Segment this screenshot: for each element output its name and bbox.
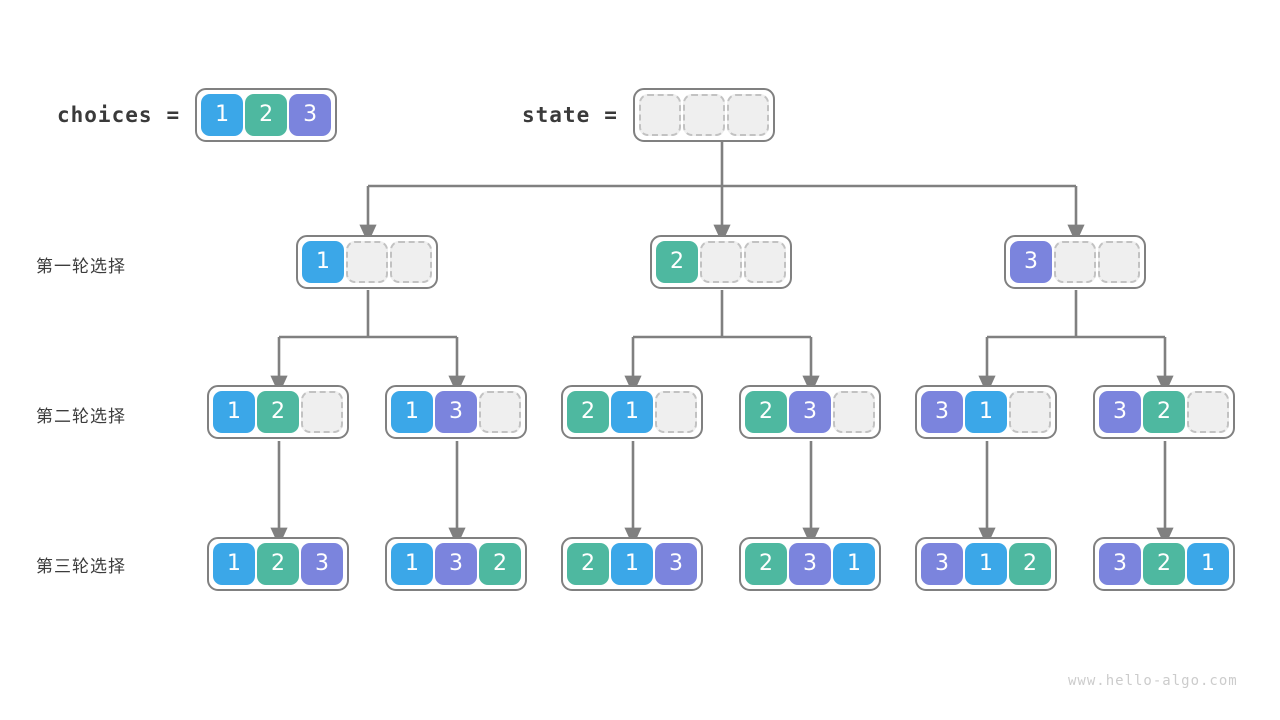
array-cell-empty <box>682 94 725 136</box>
array-cell-value: 3 <box>789 543 831 585</box>
array-cell-empty <box>833 391 875 433</box>
array-cell-empty <box>301 391 343 433</box>
array-cell-empty <box>1054 241 1096 283</box>
array-cell-value: 3 <box>789 391 831 433</box>
array-cell-value: 1 <box>213 543 255 585</box>
array-cell-value: 2 <box>745 543 787 585</box>
array-cell-empty <box>700 241 742 283</box>
state-label: state <box>522 103 591 127</box>
array-cell-empty <box>726 94 769 136</box>
array-cell-value: 1 <box>201 94 244 136</box>
array-cell-value: 2 <box>1143 391 1185 433</box>
array-cell-value: 2 <box>1009 543 1051 585</box>
array-cell-value: 2 <box>257 391 299 433</box>
array-cell-value: 1 <box>965 543 1007 585</box>
array-cell-empty <box>744 241 786 283</box>
array-cell-value: 2 <box>567 543 609 585</box>
array-cell-value: 1 <box>213 391 255 433</box>
array-cell-empty <box>390 241 432 283</box>
array-cell-value: 3 <box>921 391 963 433</box>
choices-equals-sign: = <box>166 103 180 127</box>
site-watermark: www.hello-algo.com <box>1068 673 1238 689</box>
array-cell-empty <box>479 391 521 433</box>
array-cell-value: 1 <box>833 543 875 585</box>
array-cell-value: 2 <box>745 391 787 433</box>
row-label-round-1: 第一轮选择 <box>36 257 126 276</box>
array-cell-empty <box>1098 241 1140 283</box>
array-cell-value: 3 <box>301 543 343 585</box>
node-round1-3: 3 <box>1004 235 1146 289</box>
array-cell-value: 3 <box>921 543 963 585</box>
array-cell-value: 1 <box>391 543 433 585</box>
choices-label: choices <box>57 103 153 127</box>
array-cell-value: 3 <box>1099 391 1141 433</box>
state-equals-sign: = <box>604 103 617 127</box>
state-array <box>632 88 775 142</box>
array-cell-value: 1 <box>965 391 1007 433</box>
array-cell-value: 1 <box>1187 543 1229 585</box>
row-label-round-2: 第二轮选择 <box>36 407 126 426</box>
array-cell-value: 2 <box>567 391 609 433</box>
array-cell-value: 3 <box>435 391 477 433</box>
array-cell-value: 1 <box>611 543 653 585</box>
array-cell-value: 1 <box>611 391 653 433</box>
node-round1-2: 2 <box>650 235 792 289</box>
array-cell-value: 2 <box>1143 543 1185 585</box>
array-cell-empty <box>346 241 388 283</box>
array-cell-value: 2 <box>479 543 521 585</box>
array-cell-value: 3 <box>435 543 477 585</box>
array-cell-value: 3 <box>1099 543 1141 585</box>
array-cell-value: 2 <box>257 543 299 585</box>
node-round1-1: 1 <box>296 235 438 289</box>
array-cell-empty <box>1187 391 1229 433</box>
array-cell-value: 2 <box>656 241 698 283</box>
array-cell-empty <box>655 391 697 433</box>
state-assignment: state = <box>522 88 775 142</box>
row-label-round-3: 第三轮选择 <box>36 557 126 576</box>
array-cell-value: 3 <box>1010 241 1052 283</box>
array-cell-empty <box>638 94 681 136</box>
array-cell-value: 1 <box>302 241 344 283</box>
array-cell-value: 1 <box>391 391 433 433</box>
array-cell-value: 3 <box>289 94 332 136</box>
array-cell-value: 3 <box>655 543 697 585</box>
array-cell-value: 2 <box>245 94 288 136</box>
array-cell-empty <box>1009 391 1051 433</box>
